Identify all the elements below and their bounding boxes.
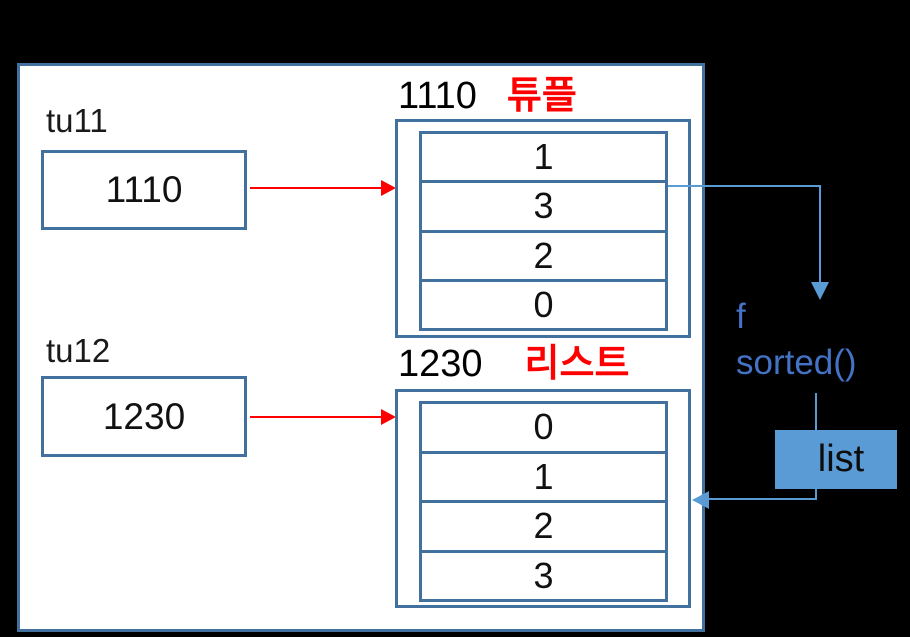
flow-line-tuple-out-v [819, 185, 821, 283]
var-box-tu12: 1230 [41, 376, 247, 457]
tuple-type-label: 튜플 [506, 75, 577, 117]
flow-line-fn-to-badge [815, 393, 817, 430]
list-cells-box: 0 1 2 3 [419, 401, 668, 602]
pointer-arrow-tu11 [250, 180, 396, 196]
pointer-arrow-tu12 [250, 409, 396, 425]
flow-line-badge-down [815, 489, 817, 500]
arrowhead-left-icon [692, 491, 709, 509]
list-address: 1230 [398, 343, 483, 385]
pointer-line [250, 187, 383, 189]
list-heading: 1230 리스트 [398, 343, 630, 386]
tuple-heading: 1110 튜플 [398, 75, 577, 118]
list-cell-0: 0 [533, 406, 554, 448]
var-value-tu11: 1110 [105, 169, 183, 210]
function-name: sorted() [736, 343, 857, 382]
tuple-cell-1: 3 [422, 180, 665, 229]
var-label-tu12: tu12 [46, 332, 111, 369]
var-label-tu11: tu11 [46, 102, 108, 139]
pointer-line [250, 416, 383, 418]
arrowhead-down-icon [811, 282, 829, 300]
arrowhead-right-icon [381, 180, 396, 196]
tuple-cell-0: 1 [533, 136, 554, 178]
list-cell-3: 3 [422, 549, 665, 600]
function-marker: f [736, 297, 746, 336]
flow-line-tuple-out-h [668, 185, 821, 187]
list-type-label: 리스트 [524, 343, 630, 385]
list-cell-2: 2 [422, 500, 665, 550]
tuple-address: 1110 [398, 75, 477, 117]
list-cell-1: 1 [422, 450, 665, 501]
var-box-tu11: 1110 [41, 150, 247, 230]
result-badge: list [775, 430, 897, 489]
tuple-cell-3: 0 [422, 278, 665, 328]
flow-line-badge-h [706, 498, 817, 500]
tuple-cell-2: 2 [422, 229, 665, 279]
var-value-tu12: 1230 [102, 395, 186, 437]
tuple-cells-box: 1 3 2 0 [419, 131, 668, 331]
arrowhead-right-icon [381, 409, 396, 425]
